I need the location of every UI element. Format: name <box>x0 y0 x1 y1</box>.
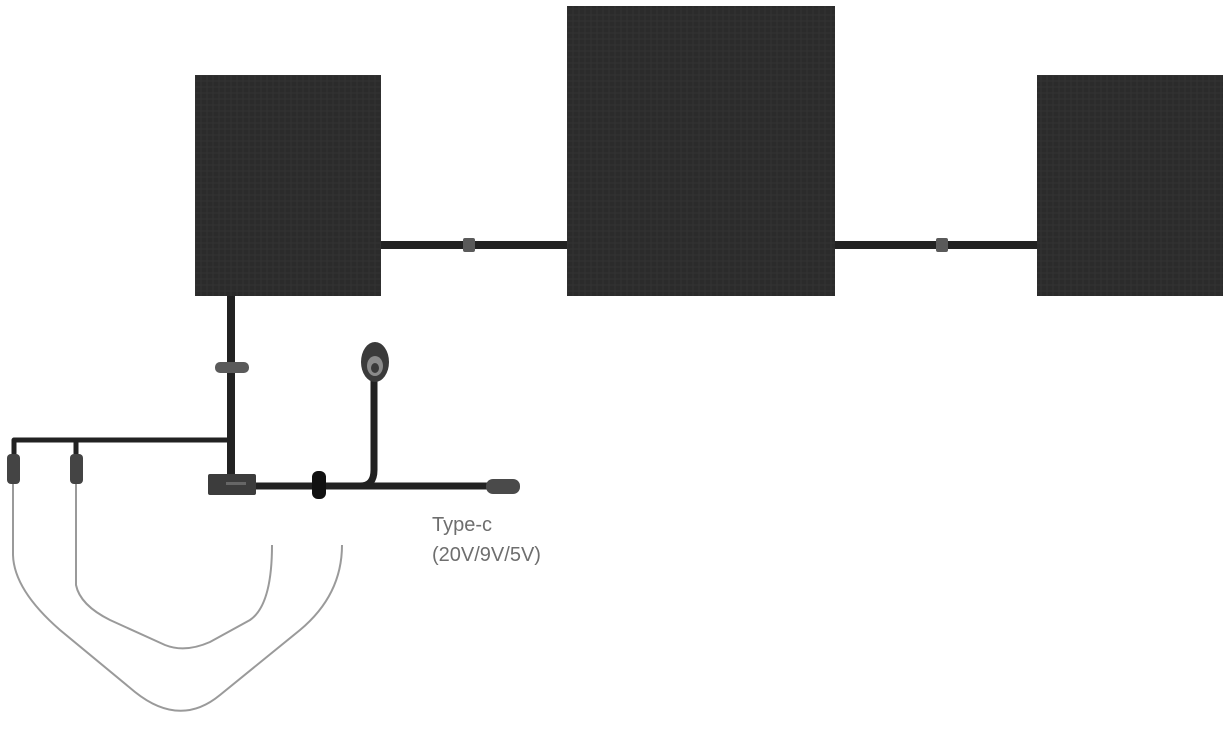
type-c-voltage-label: (20V/9V/5V) <box>432 544 541 566</box>
main-output-cable <box>215 296 249 478</box>
inline-connector <box>463 238 475 252</box>
thin-wire-loop-inner <box>75 484 273 650</box>
type-c-port-label: Type-c <box>432 514 493 536</box>
thin-wire-loop-outer <box>12 484 343 712</box>
inline-connector <box>936 238 948 252</box>
ferrite-bead <box>312 471 326 499</box>
type-c-plug <box>486 479 520 494</box>
panel-interconnect-cable-1 <box>381 238 567 252</box>
plug-connector <box>7 454 20 484</box>
solar-panel-right <box>1037 75 1223 296</box>
plug-connector <box>70 454 83 484</box>
type-c-cable <box>256 471 520 499</box>
car-charger-cable <box>359 342 389 490</box>
solar-panel-left <box>195 75 381 296</box>
cable-clip <box>215 362 249 373</box>
branch-cable-left <box>7 437 231 484</box>
solar-panel-center <box>567 6 835 296</box>
panel-interconnect-cable-2 <box>835 238 1037 252</box>
